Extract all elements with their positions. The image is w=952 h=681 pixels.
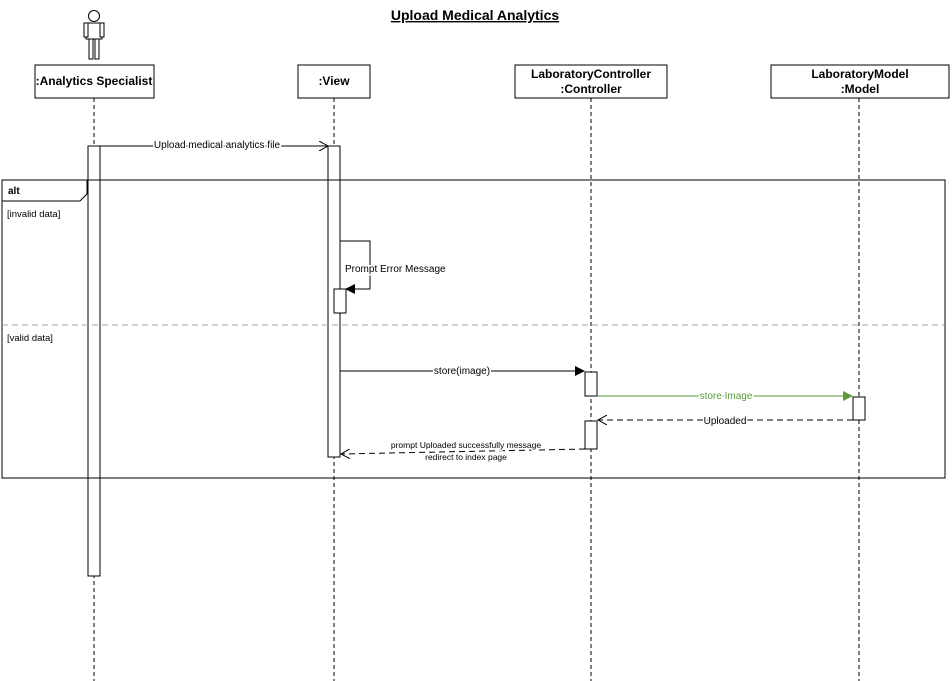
participant-model[interactable]: LaboratoryModel :Model (770, 64, 950, 99)
guard-invalid-data: [invalid data] (7, 209, 60, 220)
message-prompt-error-arrow (340, 240, 371, 294)
participant-controller-label: LaboratoryController (531, 67, 651, 81)
activation-specialist (87, 145, 101, 577)
message-upload-label: Upload medical analytics file (154, 140, 281, 151)
alt-operator-label: alt (8, 186, 20, 197)
message-uploaded-label: Uploaded (704, 416, 747, 427)
participant-model-label: LaboratoryModel (811, 67, 908, 81)
participant-specialist-label: :Analytics Specialist (36, 74, 153, 88)
participant-model-label-2: :Model (841, 82, 880, 96)
participant-specialist[interactable]: :Analytics Specialist (34, 64, 155, 99)
message-store-image-label: store(image) (434, 366, 490, 377)
activation-view-self (333, 288, 347, 314)
alt-fragment-tag (2, 179, 88, 202)
participant-view[interactable]: :View (297, 64, 371, 99)
participant-view-label: :View (318, 74, 350, 88)
actor-icon (83, 10, 105, 60)
guard-valid-data: [valid data] (7, 333, 53, 344)
message-success-label: prompt Uploaded successfully message (391, 440, 542, 450)
alt-fragment: alt [invalid data] [valid data] (1, 179, 946, 479)
message-success-arrow (341, 448, 586, 454)
message-prompt-error-label: Prompt Error Message (345, 264, 446, 275)
message-success-label-2: redirect to index page (425, 452, 507, 462)
participant-controller-label-2: :Controller (560, 82, 622, 96)
diagram-title: Upload Medical Analytics (391, 7, 560, 23)
message-store-image-model-label: store Image (700, 391, 753, 402)
participant-controller[interactable]: LaboratoryController :Controller (514, 64, 668, 99)
activation-model (852, 396, 866, 421)
activation-controller-1 (584, 371, 598, 397)
activation-controller-2 (584, 420, 598, 450)
